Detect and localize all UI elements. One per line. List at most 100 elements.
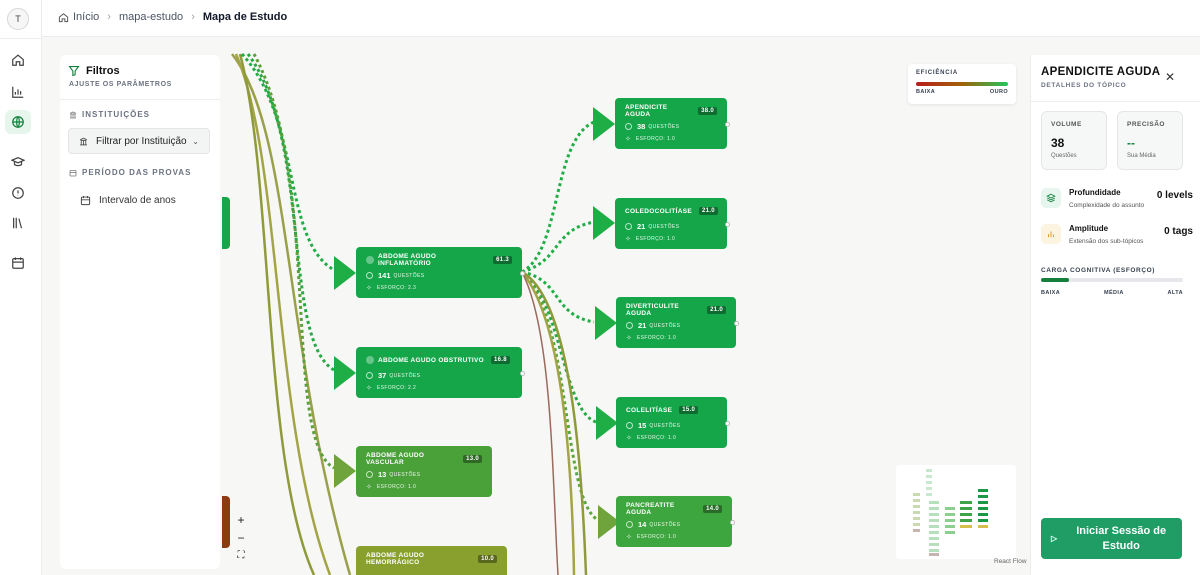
institutions-label-text: INSTITUIÇÕES (82, 110, 151, 119)
effort-icon: ✧ (625, 136, 631, 143)
start-study-session-button[interactable]: ▷ Iniciar Sessão de Estudo (1041, 518, 1182, 559)
node-effort: ESFORÇO: 1.0 (635, 136, 676, 142)
zoom-out-button[interactable]: − (237, 531, 245, 545)
arrow-marker (595, 306, 617, 340)
expand-icon[interactable] (366, 256, 374, 264)
expand-icon[interactable] (366, 356, 374, 364)
minimap-nodes (913, 469, 988, 556)
node-effort: ESFORÇO: 2.3 (376, 285, 417, 291)
close-icon[interactable]: ✕ (1165, 70, 1176, 84)
node-handle[interactable] (725, 222, 730, 227)
node-count: 15 (638, 421, 647, 430)
node-handle[interactable] (520, 371, 525, 376)
node-title: PANCREATITE AGUDA (626, 502, 675, 516)
breadcrumb: Início › mapa-estudo › Mapa de Estudo (58, 11, 287, 23)
edge-line (521, 270, 595, 324)
node-title: COLELITÍASE (626, 406, 673, 414)
start-button-label: Iniciar Sessão de Estudo (1076, 524, 1167, 552)
node-score: 38.0 (698, 107, 717, 115)
node-handle[interactable] (520, 271, 525, 276)
edge-line (521, 271, 576, 575)
edge-line (240, 52, 335, 272)
volume-stat: VOLUME 38 Questões (1041, 111, 1107, 170)
cognitive-load-fill (1041, 278, 1070, 282)
node-title: COLEDOCOLITÍASE (625, 207, 692, 215)
node-count-label: QUESTÕES (648, 123, 680, 130)
breadcrumb-home[interactable]: Início (73, 11, 100, 23)
period-label: PERÍODO DAS PROVAS (69, 168, 191, 177)
load-high: ALTA (1167, 290, 1183, 296)
legend-low: BAIXA (916, 89, 936, 95)
breadcrumb-current: Mapa de Estudo (202, 11, 288, 23)
node-score: 15.0 (679, 406, 699, 414)
rail-library-button[interactable] (5, 211, 31, 235)
effort-icon: ✧ (626, 534, 632, 541)
arrow-marker (598, 505, 620, 539)
effort-icon: ✧ (366, 285, 372, 292)
react-flow-attribution[interactable]: React Flow (994, 558, 1027, 565)
rail-calendar-button[interactable] (5, 251, 31, 275)
topic-node-partial[interactable] (222, 496, 230, 548)
institution-select[interactable]: Filtrar por Instituição ⌄ (68, 128, 210, 154)
filters-panel: Filtros AJUSTE OS PARÂMETROS INSTITUIÇÕE… (60, 55, 220, 569)
node-count: 14 (638, 520, 647, 529)
filters-divider (60, 99, 220, 100)
node-effort: ESFORÇO: 1.0 (636, 534, 677, 540)
node-handle[interactable] (725, 122, 730, 127)
rail-courses-button[interactable] (5, 150, 31, 174)
questions-icon (626, 322, 633, 329)
building-icon (69, 111, 77, 118)
node-effort: ESFORÇO: 1.0 (636, 335, 677, 341)
calendar-icon (69, 169, 77, 176)
node-title: ABDOME AGUDO OBSTRUTIVO (378, 356, 484, 364)
node-count: 13 (378, 470, 387, 479)
year-range-picker[interactable]: Intervalo de anos (68, 187, 208, 213)
edge-line (521, 270, 588, 575)
rail-alerts-button[interactable] (5, 181, 31, 205)
node-handle[interactable] (734, 321, 739, 326)
edge-layer (231, 52, 599, 575)
edge-line (234, 53, 332, 575)
node-handle[interactable] (730, 520, 735, 525)
arrow-marker (334, 454, 356, 488)
legend-title: EFICIÊNCIA (916, 70, 959, 76)
zoom-in-button[interactable]: + (237, 513, 245, 527)
precision-sub: Sua Média (1127, 153, 1156, 159)
node-effort: ESFORÇO: 2.2 (376, 385, 417, 391)
node-count-label: QUESTÕES (389, 372, 421, 379)
node-title: ABDOME AGUDO HEMORRÁGICO (366, 552, 425, 566)
fit-view-button[interactable]: ⛶ (237, 550, 245, 561)
period-label-text: PERÍODO DAS PROVAS (82, 168, 192, 177)
avatar[interactable]: T (7, 8, 29, 30)
rail-stats-button[interactable] (5, 80, 31, 104)
breadth-name: Amplitude (1069, 224, 1109, 233)
chart-icon (12, 86, 24, 98)
effort-icon: ✧ (626, 435, 632, 442)
volume-value: 38 (1051, 136, 1065, 150)
chevron-down-icon: ⌄ (192, 137, 199, 146)
rail-home-button[interactable] (5, 48, 31, 72)
topic-node-partial[interactable] (222, 197, 230, 249)
rail-map-button[interactable] (5, 110, 31, 134)
legend-high: OURO (989, 89, 1008, 95)
breadcrumb-section[interactable]: mapa-estudo (118, 11, 184, 23)
node-count-label: QUESTÕES (649, 521, 681, 528)
node-score: 13.0 (463, 455, 482, 463)
globe-icon (12, 116, 24, 128)
node-count: 21 (638, 321, 647, 330)
node-effort: ESFORÇO: 1.0 (376, 484, 417, 490)
node-handle[interactable] (725, 421, 730, 426)
minimap[interactable] (896, 465, 1016, 559)
node-score: 14.0 (703, 505, 722, 513)
calendar-icon (12, 257, 24, 269)
